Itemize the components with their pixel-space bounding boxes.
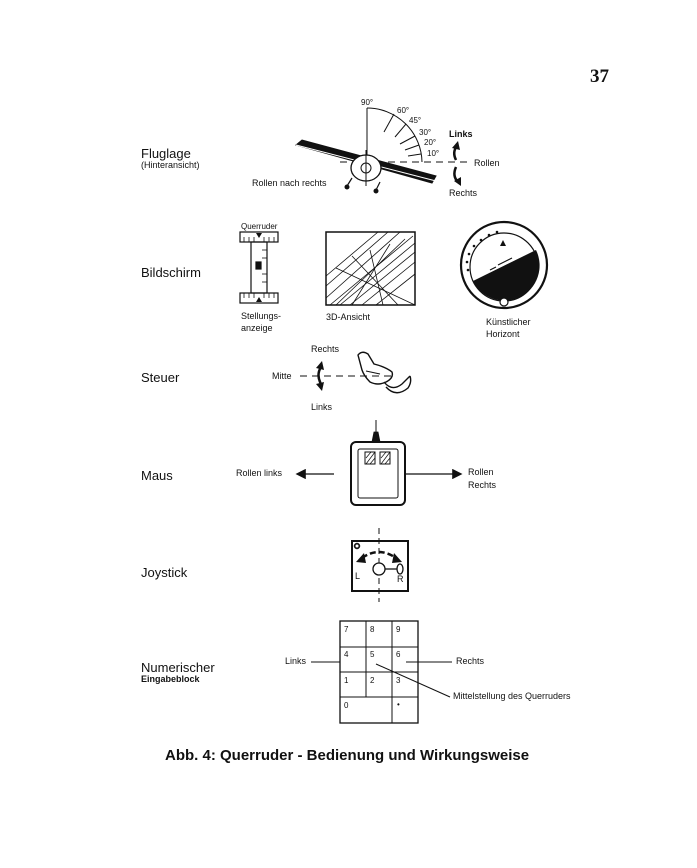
page-number: 37: [590, 66, 609, 87]
3d-view: [325, 231, 416, 306]
figure-caption: Abb. 4: Querruder - Bedienung und Wirkun…: [165, 747, 530, 764]
joystick-r-label: R: [397, 574, 404, 584]
row-sublabel-numerischer: Eingabeblock: [141, 674, 200, 684]
keypad-grid: [311, 620, 452, 724]
joystick-l-label: L: [355, 571, 361, 581]
row-label-bildschirm: Bildschirm: [141, 265, 201, 280]
angle-45: 45°: [409, 116, 422, 125]
maus-right-label: Rollen Rechts: [468, 467, 497, 490]
key-1: 1: [344, 676, 349, 685]
querruder-label: Querruder: [241, 222, 278, 231]
key-9: 9: [396, 625, 401, 634]
key-5: 5: [370, 650, 375, 659]
links-label: Links: [449, 129, 473, 139]
key-4: 4: [344, 650, 349, 659]
control-yoke: [300, 351, 412, 394]
row-label-numerischer: Numerischer: [141, 660, 215, 675]
angle-60: 60°: [397, 106, 410, 115]
rollen-label: Rollen: [474, 158, 500, 168]
steuer-rechts-label: Rechts: [311, 344, 340, 354]
row-label-steuer: Steuer: [141, 370, 180, 385]
roll-right-label: Rollen nach rechts: [252, 178, 327, 188]
angle-10: 10°: [427, 149, 440, 158]
angle-90: 90°: [361, 98, 374, 107]
angle-30: 30°: [419, 128, 432, 137]
row-label-joystick: Joystick: [141, 565, 188, 580]
attitude-diagram: [294, 107, 470, 194]
key-3: 3: [396, 676, 401, 685]
stellungsanzeige-label: Stellungs- anzeige: [241, 311, 282, 333]
key-2: 2: [370, 676, 375, 685]
artificial-horizon: [459, 220, 549, 310]
steuer-mitte-label: Mitte: [272, 371, 292, 381]
aileron-indicator: [239, 231, 279, 304]
angle-20: 20°: [424, 138, 437, 147]
key-6: 6: [396, 650, 401, 659]
horizon-label: Künstlicher Horizont: [486, 317, 531, 339]
key-0: 0: [344, 701, 349, 710]
keypad-rechts-label: Rechts: [456, 656, 485, 666]
3d-view-label: 3D-Ansicht: [326, 312, 371, 322]
key-8: 8: [370, 625, 375, 634]
row-sublabel-fluglage: (Hinteransicht): [141, 160, 200, 170]
key-7: 7: [344, 625, 349, 634]
keypad-links-label: Links: [285, 656, 307, 666]
joystick-drawing: [351, 528, 409, 602]
mouse-drawing: [295, 420, 463, 506]
rechts-label: Rechts: [449, 188, 478, 198]
key-decimal: •: [397, 700, 400, 709]
steuer-links-label: Links: [311, 402, 333, 412]
row-label-maus: Maus: [141, 468, 173, 483]
row-label-fluglage: Fluglage: [141, 146, 191, 161]
keypad-mittel-label: Mittelstellung des Querruders: [453, 691, 571, 701]
maus-left-label: Rollen links: [236, 468, 283, 478]
